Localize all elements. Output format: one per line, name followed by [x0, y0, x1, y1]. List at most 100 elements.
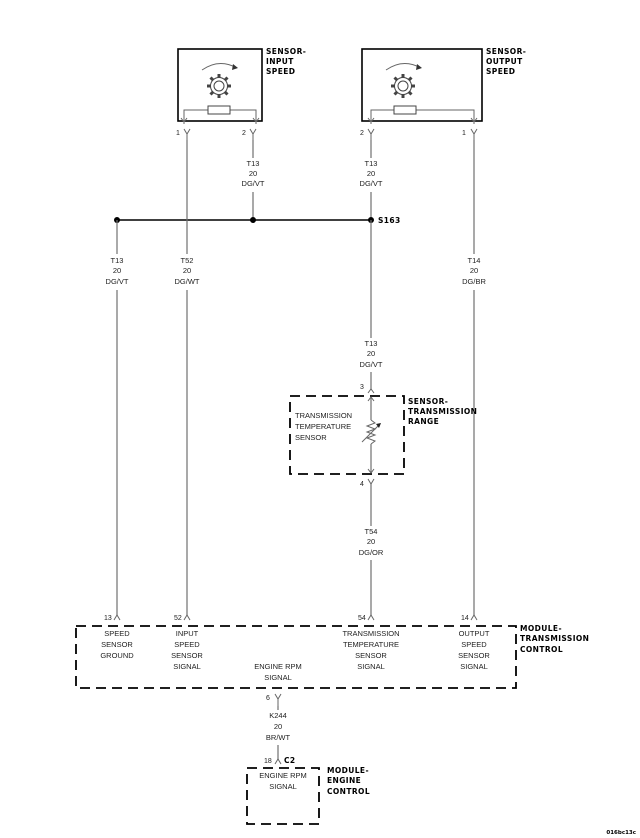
tcm-pin-label: TEMPERATURE: [343, 640, 399, 649]
wire-label: K244: [269, 711, 287, 720]
tcm-pin-label: ENGINE RPM: [254, 662, 302, 671]
tcm-pin-label: SIGNAL: [264, 673, 292, 682]
rotation-arrow-icon: [201, 63, 238, 71]
input-sensor-title-2: INPUT: [266, 57, 294, 66]
pin-label: 52: [174, 615, 182, 622]
arrow-head-icon: [232, 64, 238, 70]
figure-code: 016bc13c: [606, 830, 636, 836]
output-speed-sensor-body: [361, 48, 483, 122]
tcm-pin-label: SPEED: [104, 629, 130, 638]
wire-label: 20: [367, 537, 375, 546]
pin-label: 4: [360, 481, 364, 488]
sensor-element-wire: [370, 109, 475, 124]
wire-label: 20: [367, 169, 375, 178]
connector-pin-icon: [367, 614, 375, 621]
transmission-control-module: 13 52 54 14 SPEED SENSOR GROUND INPUT SP…: [75, 614, 589, 706]
range-sensor-title: TRANSMISSION: [408, 407, 477, 416]
output-sensor-title-3: SPEED: [486, 67, 515, 76]
tcm-title: TRANSMISSION: [520, 634, 589, 643]
ecm-pin-label: ENGINE RPM: [259, 771, 307, 780]
wire-label: T14: [468, 256, 481, 265]
connector-pin-icon: [367, 388, 375, 394]
connector-pin-icon: [183, 128, 191, 140]
pin-label: 1: [462, 130, 466, 137]
tcm-pin-label: SENSOR: [458, 651, 490, 660]
input-sensor-title-3: SPEED: [266, 67, 295, 76]
wire-label: T52: [181, 256, 194, 265]
tcm-pin-label: SENSOR: [355, 651, 387, 660]
connector-pin-icon: [470, 128, 478, 140]
wire-label: DG/BR: [462, 277, 486, 286]
connector-pin-icon: [249, 128, 257, 140]
tcm-pin-label: GROUND: [100, 651, 134, 660]
splice-id: S163: [378, 216, 401, 225]
wire-label: 20: [367, 349, 375, 358]
connector-pin-icon: [470, 614, 478, 621]
tcm-pin-label: TRANSMISSION: [342, 629, 399, 638]
splice-node: [250, 217, 256, 223]
tcm-outline: [75, 625, 517, 689]
tcm-title: CONTROL: [520, 645, 563, 654]
output-sensor-title-2: OUTPUT: [486, 57, 523, 66]
output-sensor-title-1: SENSOR-: [486, 47, 526, 56]
ecm-pin-label: SIGNAL: [269, 782, 297, 791]
wire-label: T13: [365, 339, 378, 348]
pin-label: 14: [461, 615, 469, 622]
wire-label: 20: [183, 266, 191, 275]
connector-pin-icon: [113, 614, 121, 621]
connector-pin-icon: [274, 758, 282, 765]
wire-label: T13: [111, 256, 124, 265]
arrow-head-icon: [416, 64, 422, 70]
range-sensor-inner-label: SENSOR: [295, 433, 327, 442]
wire-label: BR/WT: [266, 733, 291, 742]
pin-label: 1: [176, 130, 180, 137]
ecm-title: ENGINE: [327, 776, 361, 785]
range-sensor-title: RANGE: [408, 417, 439, 426]
range-sensor-inner-label: TEMPERATURE: [295, 422, 351, 431]
input-speed-sensor: SENSOR- INPUT SPEED 1 2: [176, 47, 306, 140]
wire-label: DG/VT: [106, 277, 129, 286]
ecm-title: CONTROL: [327, 787, 370, 796]
resistor-icon: [207, 105, 231, 115]
ecm-title: MODULE-: [327, 766, 369, 775]
tcm-pin-label: SIGNAL: [357, 662, 385, 671]
tcm-pin-label: SENSOR: [101, 640, 133, 649]
range-sensor-inner-label: TRANSMISSION: [295, 411, 352, 420]
tcm-pin-label: OUTPUT: [459, 629, 490, 638]
connector-id: C2: [284, 756, 296, 765]
tcm-title: MODULE-: [520, 624, 562, 633]
wire-label: DG/OR: [359, 548, 384, 557]
connector-pin-icon: [367, 128, 375, 140]
pin-label: 2: [360, 130, 364, 137]
wire-label: DG/WT: [175, 277, 200, 286]
sensor-element-wire: [183, 109, 257, 124]
pin-label: 2: [242, 130, 246, 137]
wire-label: 20: [249, 169, 257, 178]
resistor-icon: [393, 105, 417, 115]
connector-pin-icon: [274, 693, 282, 706]
gear-icon: [391, 74, 415, 98]
tcm-pin-label: SPEED: [461, 640, 487, 649]
wire-label: T54: [365, 527, 378, 536]
tcm-pin-label: INPUT: [176, 629, 199, 638]
pin-label: 3: [360, 384, 364, 391]
range-sensor-title: SENSOR-: [408, 397, 448, 406]
wire-label: T13: [247, 159, 260, 168]
output-speed-sensor: SENSOR- OUTPUT SPEED 2 1: [360, 47, 526, 140]
tcm-pin-label: SENSOR: [171, 651, 203, 660]
pin-label: 13: [104, 615, 112, 622]
rotation-arrow-icon: [385, 63, 422, 71]
wire-label: 20: [470, 266, 478, 275]
variable-arrow-icon: [376, 423, 381, 428]
pin-label: 54: [358, 615, 366, 622]
ecm-outline: [246, 767, 320, 825]
range-sensor-outline: [289, 395, 405, 475]
wire-label: 20: [274, 722, 282, 731]
input-sensor-title-1: SENSOR-: [266, 47, 306, 56]
thermistor-icon: [365, 419, 377, 445]
tcm-pin-label: SIGNAL: [460, 662, 488, 671]
gear-icon: [207, 74, 231, 98]
pin-label: 6: [266, 695, 270, 702]
connector-pin-icon: [183, 614, 191, 621]
